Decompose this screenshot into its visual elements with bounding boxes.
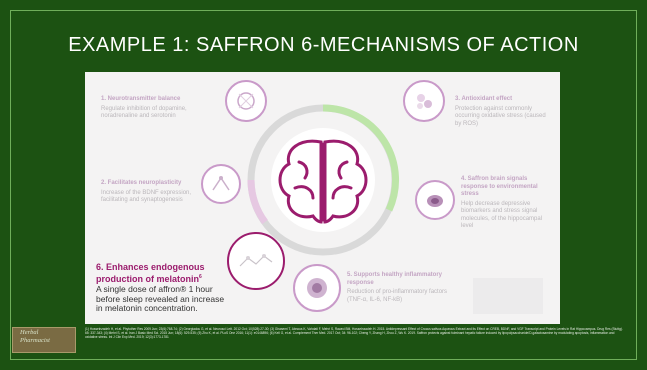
antioxidant-icon [403,80,445,122]
slide-frame [10,10,637,360]
logo-line-2: Pharmacist [20,337,50,344]
mechanism-1-body: Regulate inhibition of dopamine, noradre… [101,105,187,120]
placeholder-image [473,278,543,314]
logo-text: Herbal Pharmacist [20,329,50,345]
mechanism-4-heading: 4. Saffron brain signals response to env… [461,176,538,197]
logo-line-1: Herbal [20,329,39,336]
mechanism-4-body: Help decrease depressive biomarkers and … [461,200,543,230]
mechanism-3-body: Protection against commonly occurring ox… [455,105,546,127]
mechanism-6-superscript: 6 [199,274,202,280]
mechanism-6-body: A single dose of affron® 1 hour before s… [96,284,225,313]
ring-green-arc [322,104,399,212]
brain-icon [278,139,368,224]
mechanism-6-heading-text: 6. Enhances endogenous production of mel… [96,262,205,284]
mechanism-2-body: Increase of the BDNF expression, facilit… [101,189,192,204]
mechanism-6-heading: 6. Enhances endogenous production of mel… [96,262,231,284]
mechanism-2-heading: 2. Facilitates neuroplasticity [101,180,182,186]
stress-response-icon [415,180,455,220]
mechanism-1-heading: 1. Neurotransmitter balance [101,96,181,102]
melatonin-icon [227,232,285,290]
neurotransmitter-icon [225,80,267,122]
slide-title: EXAMPLE 1: SAFFRON 6-MECHANISMS OF ACTIO… [68,34,579,56]
mechanism-diagram [247,104,399,256]
mechanism-3: 3. Antioxidant effect Protection against… [455,96,547,128]
mechanism-2: 2. Facilitates neuroplasticity Increase … [101,180,197,205]
mechanism-3-heading: 3. Antioxidant effect [455,96,513,102]
mechanism-6: 6. Enhances endogenous production of mel… [96,262,231,314]
mechanism-4: 4. Saffron brain signals response to env… [461,176,553,231]
mechanisms-panel: 1. Neurotransmitter balance Regulate inh… [85,72,560,324]
references: (1) Hosseinzadeh H, et al. Phytother Res… [85,327,623,339]
mechanism-5-body: Reduction of pro-inflammatory factors (T… [347,289,448,303]
mechanism-5: 5. Supports healthy inflammatory respons… [347,272,457,304]
ring-pink-arc [247,179,268,225]
inflammatory-icon [293,264,341,312]
mechanism-1: 1. Neurotransmitter balance Regulate inh… [101,96,211,121]
herbal-pharmacist-logo [12,327,76,353]
mechanism-5-heading: 5. Supports healthy inflammatory respons… [347,272,443,286]
neuroplasticity-icon [201,164,241,204]
